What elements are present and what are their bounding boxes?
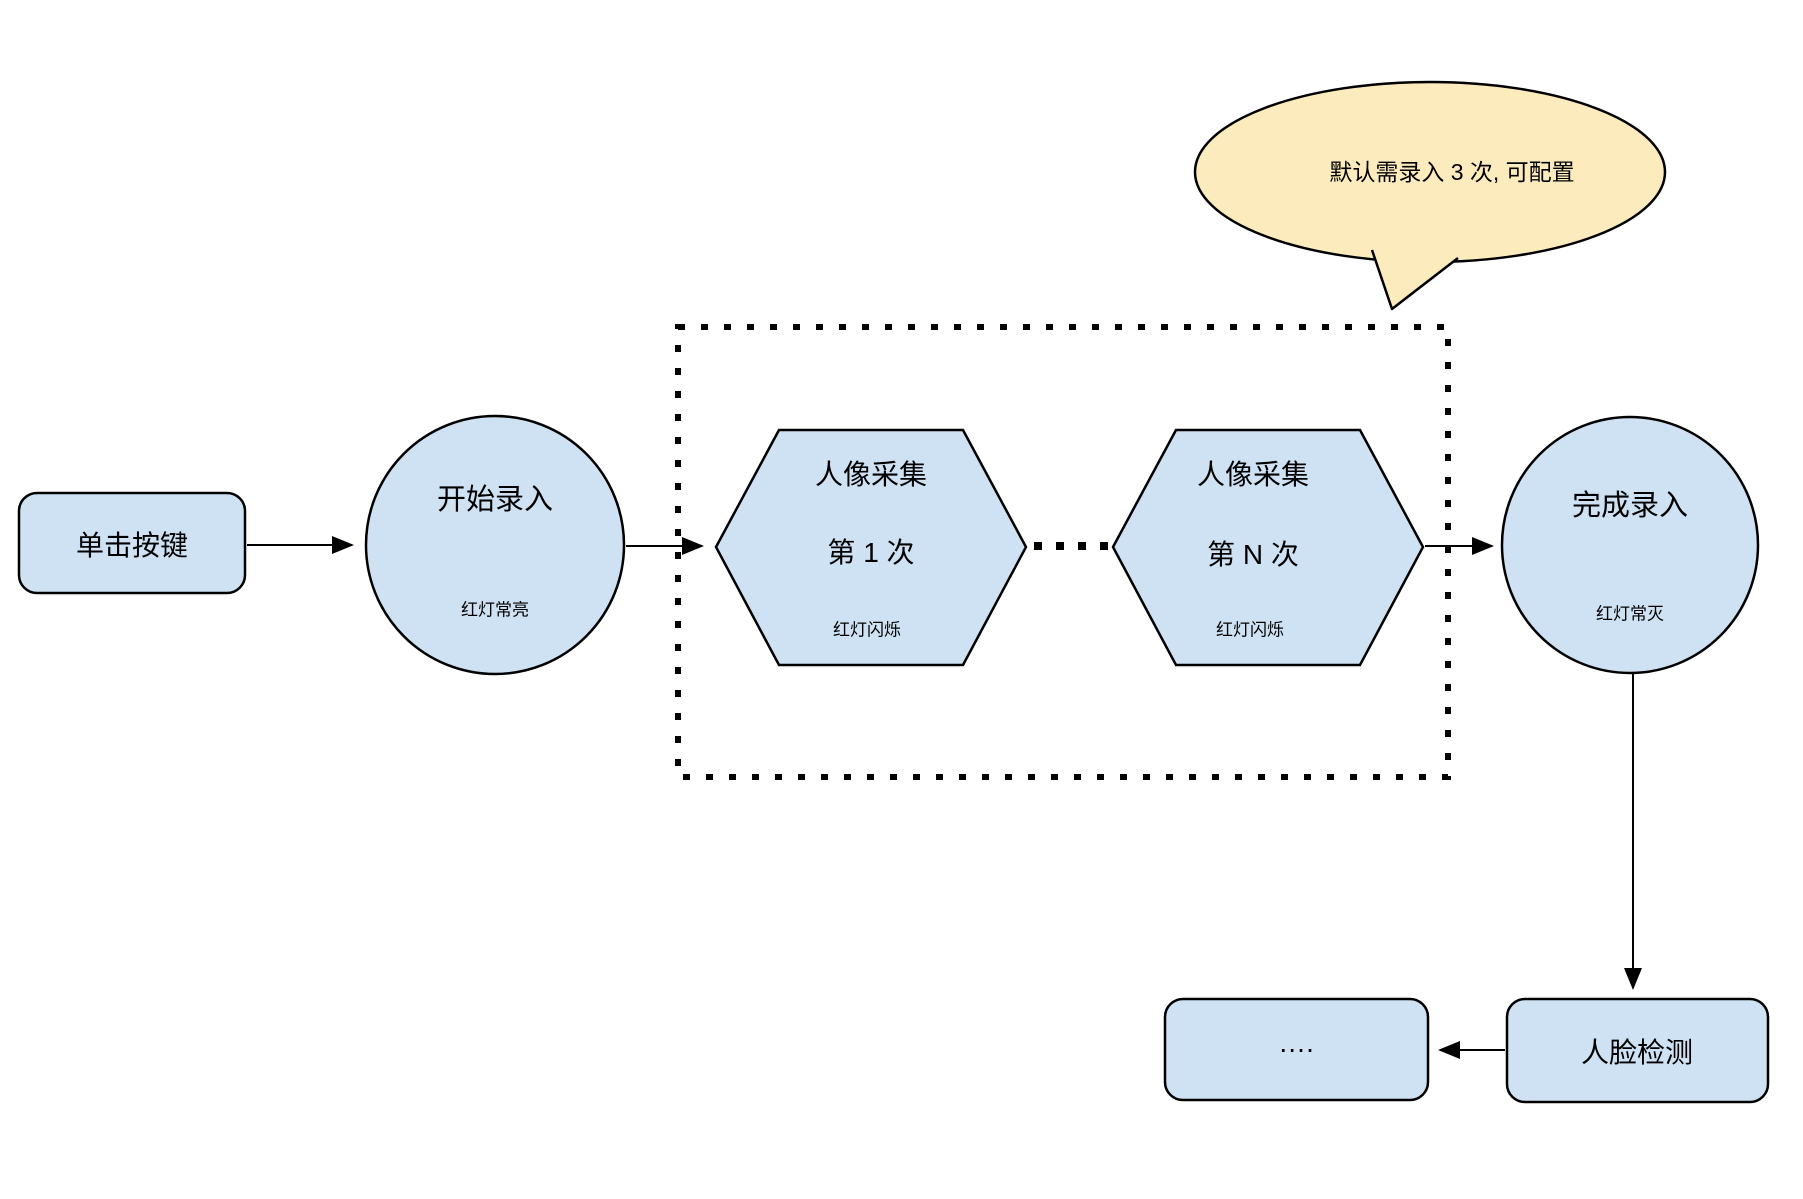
start-button-label: 单击按键: [75, 530, 189, 561]
capture-first-subtitle: 第 1 次: [827, 537, 915, 568]
start-record-node: [364, 414, 626, 676]
continuation-label: ….: [1278, 1027, 1314, 1058]
capture-nth-title: 人像采集: [1196, 459, 1310, 490]
start-record-label: 开始录入: [436, 484, 554, 516]
face-detect-node: [1505, 997, 1770, 1104]
continuation-node: [1163, 997, 1430, 1102]
callout-tail: [1370, 249, 1459, 311]
capture-first-title: 人像采集: [814, 459, 928, 490]
callout-text: 默认需录入 3 次, 可配置: [1329, 159, 1575, 185]
capture-first-node: [714, 428, 1028, 667]
start-button-node: [17, 491, 247, 595]
finish-record-node: [1500, 415, 1760, 675]
capture-first-status: 红灯闪烁: [833, 620, 901, 640]
face-detect-label: 人脸检测: [1580, 1037, 1694, 1068]
finish-record-label: 完成录入: [1571, 490, 1689, 522]
capture-nth-status: 红灯闪烁: [1216, 620, 1284, 640]
capture-nth-node: [1111, 428, 1425, 667]
capture-nth-subtitle: 第 N 次: [1207, 539, 1299, 570]
finish-record-status: 红灯常灭: [1596, 604, 1664, 624]
repeat-group-frame: [675, 324, 1451, 780]
start-record-status: 红灯常亮: [461, 600, 529, 620]
